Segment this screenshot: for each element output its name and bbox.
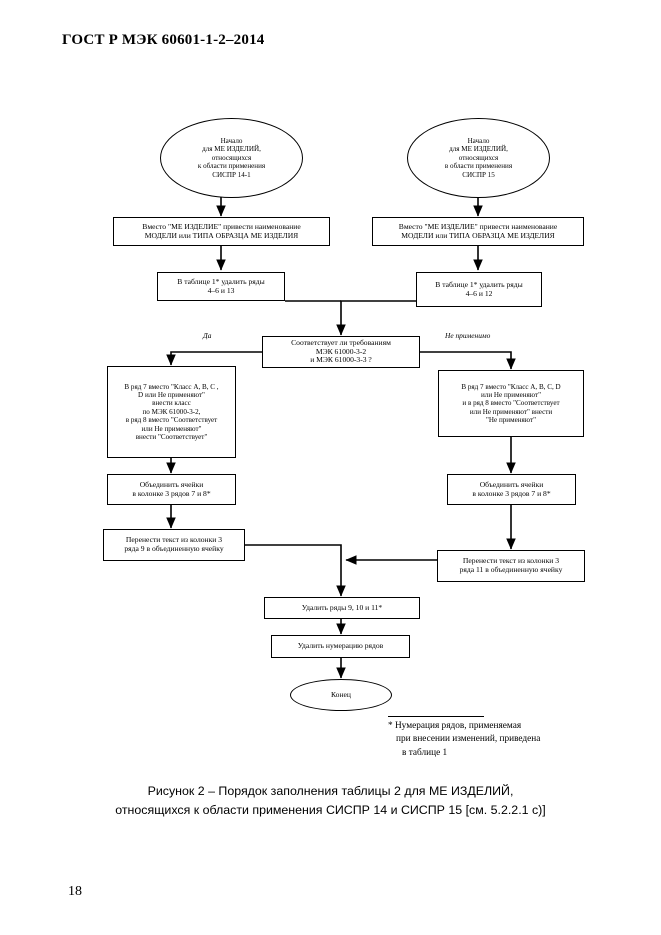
edge-label-not-applicable: Не применимо <box>443 331 493 340</box>
node-class-left[interactable]: В ряд 7 вместо "Класс A, B, C ,D или Не … <box>107 366 236 458</box>
footnote-line-3: в таблице 1 <box>402 747 448 758</box>
figure-caption: Рисунок 2 – Порядок заполнения таблицы 2… <box>30 782 631 819</box>
figure-caption-line-1: Рисунок 2 – Порядок заполнения таблицы 2… <box>147 784 514 798</box>
node-end[interactable]: Конец <box>290 679 392 711</box>
footnote-line-1: * Нумерация рядов, применяемая <box>388 721 522 731</box>
node-end-text: Конец <box>331 689 351 699</box>
document-header: ГОСТ Р МЭК 60601-1-2–2014 <box>62 32 265 48</box>
node-replace-right-text: Вместо "МЕ ИЗДЕЛИЕ" привести наименовани… <box>398 221 558 240</box>
node-delete-numbering-text: Удалить нумерацию рядов <box>297 641 384 651</box>
node-replace-right[interactable]: Вместо "МЕ ИЗДЕЛИЕ" привести наименовани… <box>372 217 584 246</box>
footnote-rule <box>388 716 484 717</box>
page-number: 18 <box>68 884 82 899</box>
node-class-left-text: В ряд 7 вместо "Класс A, B, C ,D или Не … <box>124 382 219 441</box>
node-delete-numbering[interactable]: Удалить нумерацию рядов <box>271 635 410 658</box>
footnote-line-2: при внесении изменений, приведена <box>396 734 541 745</box>
figure-footnote: * Нумерация рядов, применяемая при внесе… <box>388 716 638 760</box>
figure-caption-line-2: относящихся к области применения СИСПР 1… <box>115 802 546 817</box>
edge-label-yes: Да <box>201 331 214 340</box>
node-replace-left[interactable]: Вместо "МЕ ИЗДЕЛИЕ" привести наименовани… <box>113 217 330 246</box>
node-replace-left-text: Вместо "МЕ ИЗДЕЛИЕ" привести наименовани… <box>142 221 301 240</box>
node-delete-rows-final[interactable]: Удалить ряды 9, 10 и 11* <box>264 597 420 619</box>
node-delete-rows-final-text: Удалить ряды 9, 10 и 11* <box>301 602 383 612</box>
